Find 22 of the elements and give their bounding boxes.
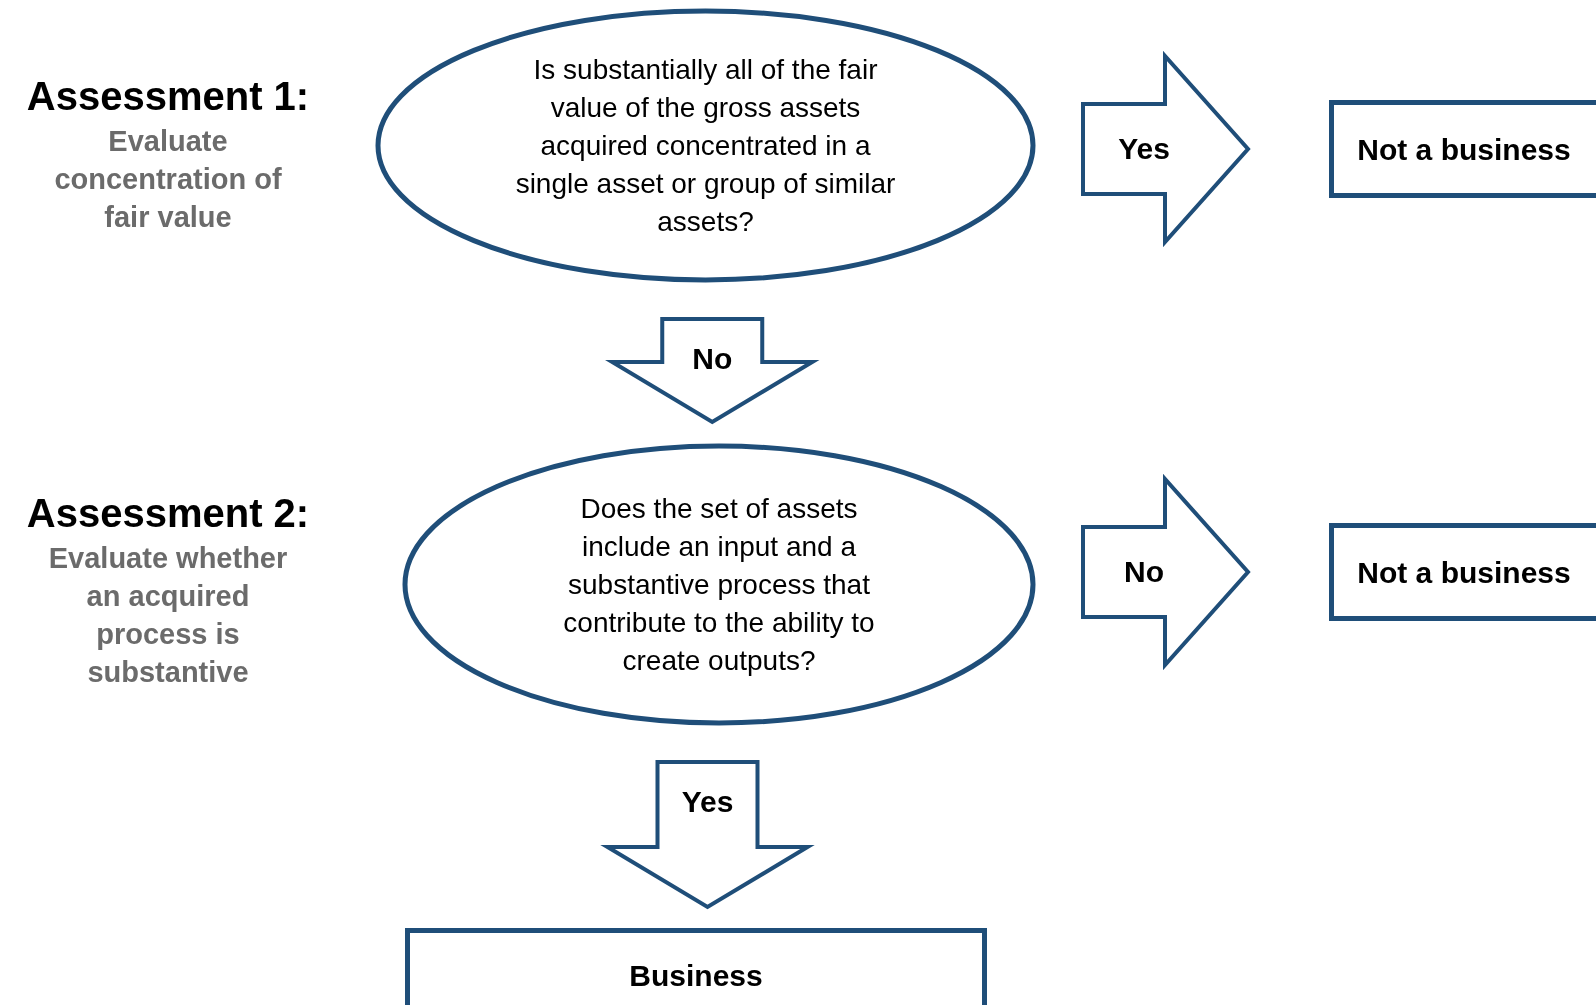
question-text: Is substantially all of the fair value of the gross assets acquired concentrated in a single asset or group of similar assets? xyxy=(514,52,897,239)
edge-label: No xyxy=(692,344,733,374)
assessment-heading: Assessment 2: xyxy=(26,490,310,537)
block-arrow xyxy=(600,760,815,910)
question-text: Does the set of assets include an input and a substantive process that contribute to the ability to create outputs? xyxy=(562,491,876,678)
block-arrow xyxy=(1081,473,1251,671)
outcome-text: Not a business xyxy=(1357,554,1572,591)
outcome-text: Not a business xyxy=(1357,131,1572,168)
outcome-text: Business xyxy=(629,958,763,994)
block-arrow xyxy=(605,317,820,425)
assessment-heading: Assessment 1: xyxy=(26,73,310,120)
edge-label: Yes xyxy=(1118,134,1170,164)
outcome-box xyxy=(405,928,987,1005)
decision-ellipse xyxy=(375,8,1036,283)
block-arrow xyxy=(1081,50,1251,248)
assessment-description: Evaluate whether an acquired process is substantive xyxy=(47,541,289,690)
outcome-box xyxy=(1329,100,1596,198)
outcome-box xyxy=(1329,523,1596,621)
edge-label: No xyxy=(1124,557,1164,587)
edge-label: Yes xyxy=(681,787,734,817)
assessment-description: Evaluate concentration of fair value xyxy=(53,124,283,235)
decision-ellipse xyxy=(402,443,1036,726)
